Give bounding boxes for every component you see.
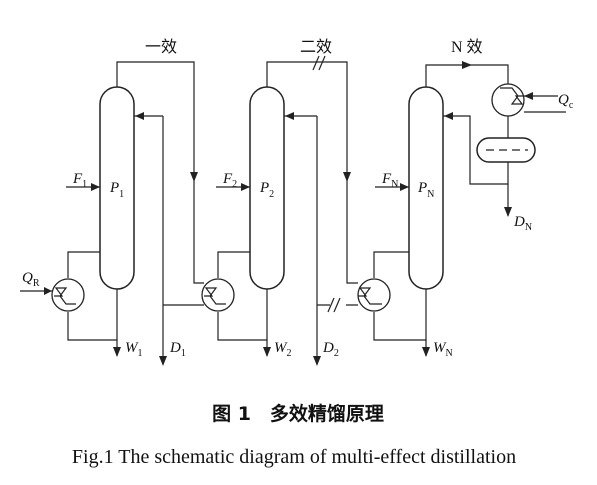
feed-f2-label: F2	[222, 171, 237, 190]
caption-english: Fig.1 The schematic diagram of multi-eff…	[72, 446, 516, 468]
reboiler-n-coil	[358, 287, 382, 305]
condenser-coil	[500, 87, 524, 105]
effect-n-reflux-line	[443, 115, 509, 185]
distillate-d2-label: D2	[322, 340, 339, 359]
effect-n-vapor-arrow	[462, 61, 472, 69]
feed-f1-arrow	[91, 183, 100, 191]
effect-1-reflux-arrow	[135, 112, 144, 120]
distillate-d2-break-mark	[327, 297, 341, 313]
effect-2-title: 二效	[300, 38, 332, 56]
caption-chinese: 图 1 多效精馏原理	[212, 402, 384, 425]
effect-1-title: 一效	[145, 38, 177, 56]
distillate-d2-arrow	[313, 356, 321, 366]
distillate-d1-label: D1	[169, 340, 186, 359]
effect-1: 一效 F1 P1 QR W1	[20, 38, 204, 366]
effect-2-reflux-arrow	[285, 112, 294, 120]
reboiler-1-coil	[54, 287, 76, 305]
effect-n-title: N 效	[451, 38, 483, 56]
column-p1-label: P1	[109, 180, 124, 200]
feed-fn-arrow	[400, 183, 409, 191]
effect-2-vapor-line	[266, 61, 358, 284]
effect-n-reflux-arrow	[444, 112, 453, 120]
bottom-w1-arrow	[113, 347, 121, 357]
heat-input-label: QR	[22, 270, 40, 289]
reboiler-2-loop	[217, 251, 268, 341]
reboiler-1	[51, 278, 85, 312]
reboiler-2-coil	[204, 287, 226, 305]
bottom-w2-label: W2	[274, 340, 292, 359]
feed-f2-arrow	[241, 183, 250, 191]
bottom-w2-arrow	[263, 347, 271, 357]
condenser-heat-label: Qc	[558, 92, 574, 111]
effect-1-vapor-line	[116, 61, 204, 284]
distillate-d1-arrow	[159, 356, 167, 366]
reboiler-n	[357, 278, 391, 312]
column-pn-label: PN	[417, 180, 434, 200]
heat-input-arrow	[44, 287, 52, 295]
effect-2-break-mark	[312, 55, 326, 71]
bottom-w1-label: W1	[125, 340, 143, 359]
effect-2: 二效 F2 P2 W2 D2	[201, 38, 358, 366]
reboiler-2	[201, 278, 235, 312]
reboiler-n-loop	[373, 251, 427, 341]
feed-f1-label: F1	[72, 171, 87, 190]
bottom-wn-arrow	[422, 347, 430, 357]
distillate-d1-line	[162, 116, 204, 364]
reboiler-1-loop	[67, 251, 118, 341]
effect-2-vapor-arrow	[343, 172, 351, 182]
effect-n-vapor-line	[425, 64, 509, 87]
effect-1-vapor-arrow	[190, 172, 198, 182]
column-p2-label: P2	[259, 180, 274, 200]
feed-fn-label: FN	[381, 171, 398, 190]
distillate-d2-line	[316, 116, 358, 364]
distillate-dn-arrow	[504, 207, 512, 217]
coolant-in-arrow	[524, 92, 533, 100]
effect-n: N 效 Qc DN FN	[357, 38, 574, 359]
bottom-wn-label: WN	[433, 340, 453, 359]
distillate-dn-label: DN	[513, 214, 532, 233]
